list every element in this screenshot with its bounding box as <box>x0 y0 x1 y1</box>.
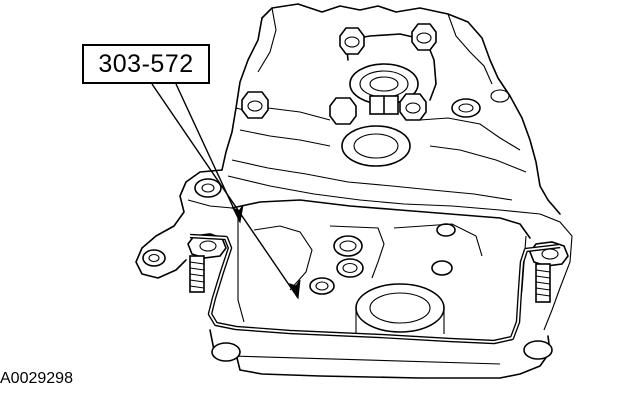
left-stud <box>187 233 227 293</box>
figure-id: A0029298 <box>0 370 73 387</box>
callout-leaders <box>151 83 301 300</box>
tool-number-callout: 303-572 <box>82 44 210 84</box>
lower-block <box>209 199 573 379</box>
top-bolts <box>241 23 437 125</box>
round-recess <box>341 89 510 167</box>
internal-details <box>309 223 483 334</box>
special-tool-bracket <box>189 233 561 345</box>
left-mounting-ear <box>135 169 233 279</box>
